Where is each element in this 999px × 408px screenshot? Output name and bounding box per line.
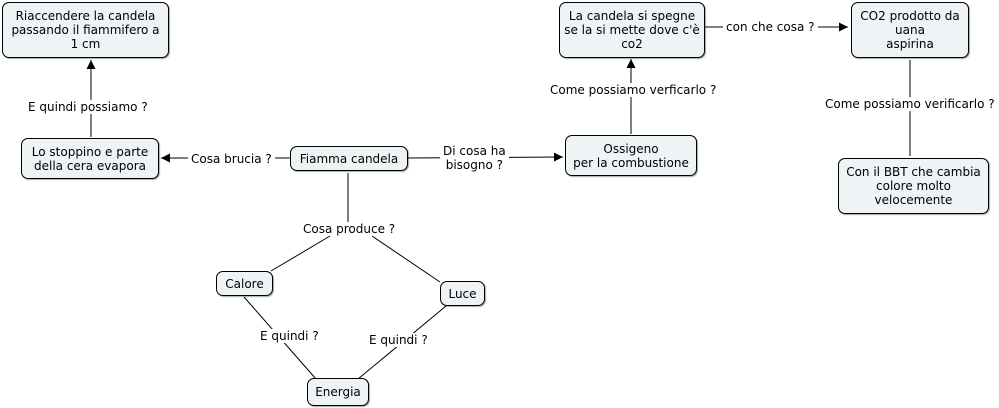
edge-produce-luce	[371, 235, 441, 283]
label-di-cosa-ha-bisogno: Di cosa ha bisogno ?	[440, 144, 509, 172]
node-fiamma-candela: Fiamma candela	[290, 146, 408, 171]
edge-produce-calore	[270, 235, 331, 272]
node-co2-aspirina: CO2 prodotto da uana aspirina	[851, 2, 969, 58]
node-luce: Luce	[440, 281, 485, 306]
label-cosa-brucia: Cosa brucia ?	[188, 152, 275, 166]
node-stoppino: Lo stoppino e parte della cera evapora	[21, 138, 159, 179]
node-riaccendere: Riaccendere la candela passando il fiamm…	[2, 2, 169, 58]
node-candela-spegne: La candela si spegne se la si mette dove…	[559, 2, 705, 58]
node-bbt: Con il BBT che cambia colore molto veloc…	[838, 158, 989, 214]
node-energia: Energia	[307, 378, 369, 406]
label-cosa-produce: Cosa produce ?	[300, 222, 399, 236]
label-e-quindi-possiamo: E quindi possiamo ?	[25, 100, 151, 114]
label-come-verificarlo-2: Come possiamo verificarlo ?	[822, 97, 998, 111]
label-e-quindi-1: E quindi ?	[257, 329, 322, 343]
label-e-quindi-2: E quindi ?	[366, 333, 431, 347]
node-calore: Calore	[216, 271, 273, 296]
label-con-che-cosa: con che cosa ?	[723, 20, 818, 34]
label-come-verificarlo-1: Come possiamo verficarlo ?	[547, 83, 720, 97]
node-ossigeno: Ossigeno per la combustione	[565, 135, 697, 176]
